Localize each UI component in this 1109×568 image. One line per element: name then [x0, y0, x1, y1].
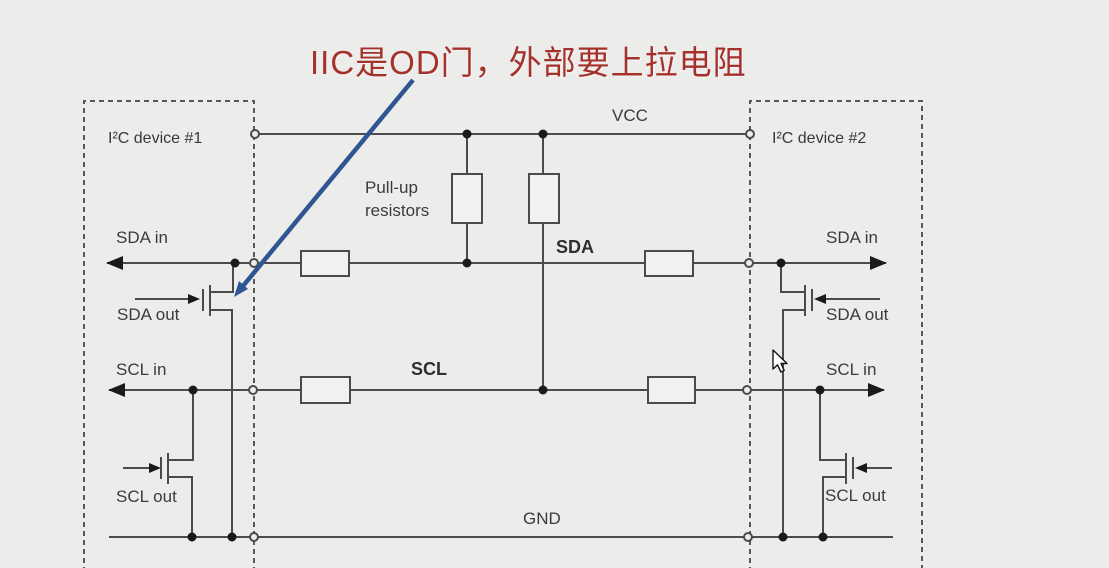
sda-out-mosfet-device1 — [135, 263, 234, 537]
device1-title: I²C device #1 — [108, 130, 203, 147]
device2-box — [749, 100, 923, 568]
device1-scl-out-label: SCL out — [116, 487, 177, 506]
annotation-arrow — [234, 78, 415, 297]
series-resistor-scl-left — [300, 376, 351, 404]
resistors — [300, 173, 696, 404]
sda-out-mosfet-device2 — [780, 263, 880, 537]
scl-bus-label: SCL — [411, 359, 447, 379]
scl-out-mosfet-device2 — [819, 390, 892, 537]
device1-scl-in-label: SCL in — [116, 360, 167, 379]
vcc-label: VCC — [612, 106, 648, 125]
series-resistor-sda-left — [300, 250, 350, 277]
device2-sda-in-label: SDA in — [826, 228, 878, 247]
device2-sda-out-label: SDA out — [826, 305, 889, 324]
junction-dots — [187, 129, 828, 542]
pullup-resistor-scl — [528, 173, 560, 224]
device2-scl-in-label: SCL in — [826, 360, 877, 379]
device1-box — [83, 100, 255, 568]
pullup-resistors-label: Pull-up resistors — [365, 178, 430, 220]
bus-wires — [107, 133, 893, 538]
device2-title: I²C device #2 — [772, 130, 867, 147]
device2-scl-out-label: SCL out — [825, 486, 886, 505]
scl-in-arrow-right — [868, 383, 885, 397]
mouse-cursor — [772, 349, 788, 373]
series-resistor-sda-right — [644, 250, 694, 277]
device1-sda-in-label: SDA in — [116, 228, 168, 247]
series-resistor-scl-right — [647, 376, 696, 404]
sda-bus-label: SDA — [556, 237, 595, 257]
scl-in-arrow-left — [108, 383, 125, 397]
scl-out-mosfet-device1 — [123, 390, 194, 537]
bus-arrowheads — [106, 256, 887, 397]
sda-in-arrow-right — [870, 256, 887, 270]
gnd-label: GND — [523, 509, 561, 528]
pullup-resistor-sda — [451, 173, 483, 224]
terminal-circles — [248, 129, 755, 542]
device1-sda-out-label: SDA out — [117, 305, 180, 324]
annotation-text: IIC是OD门，外部要上拉电阻 — [310, 44, 747, 81]
sda-in-arrow-left — [106, 256, 123, 270]
